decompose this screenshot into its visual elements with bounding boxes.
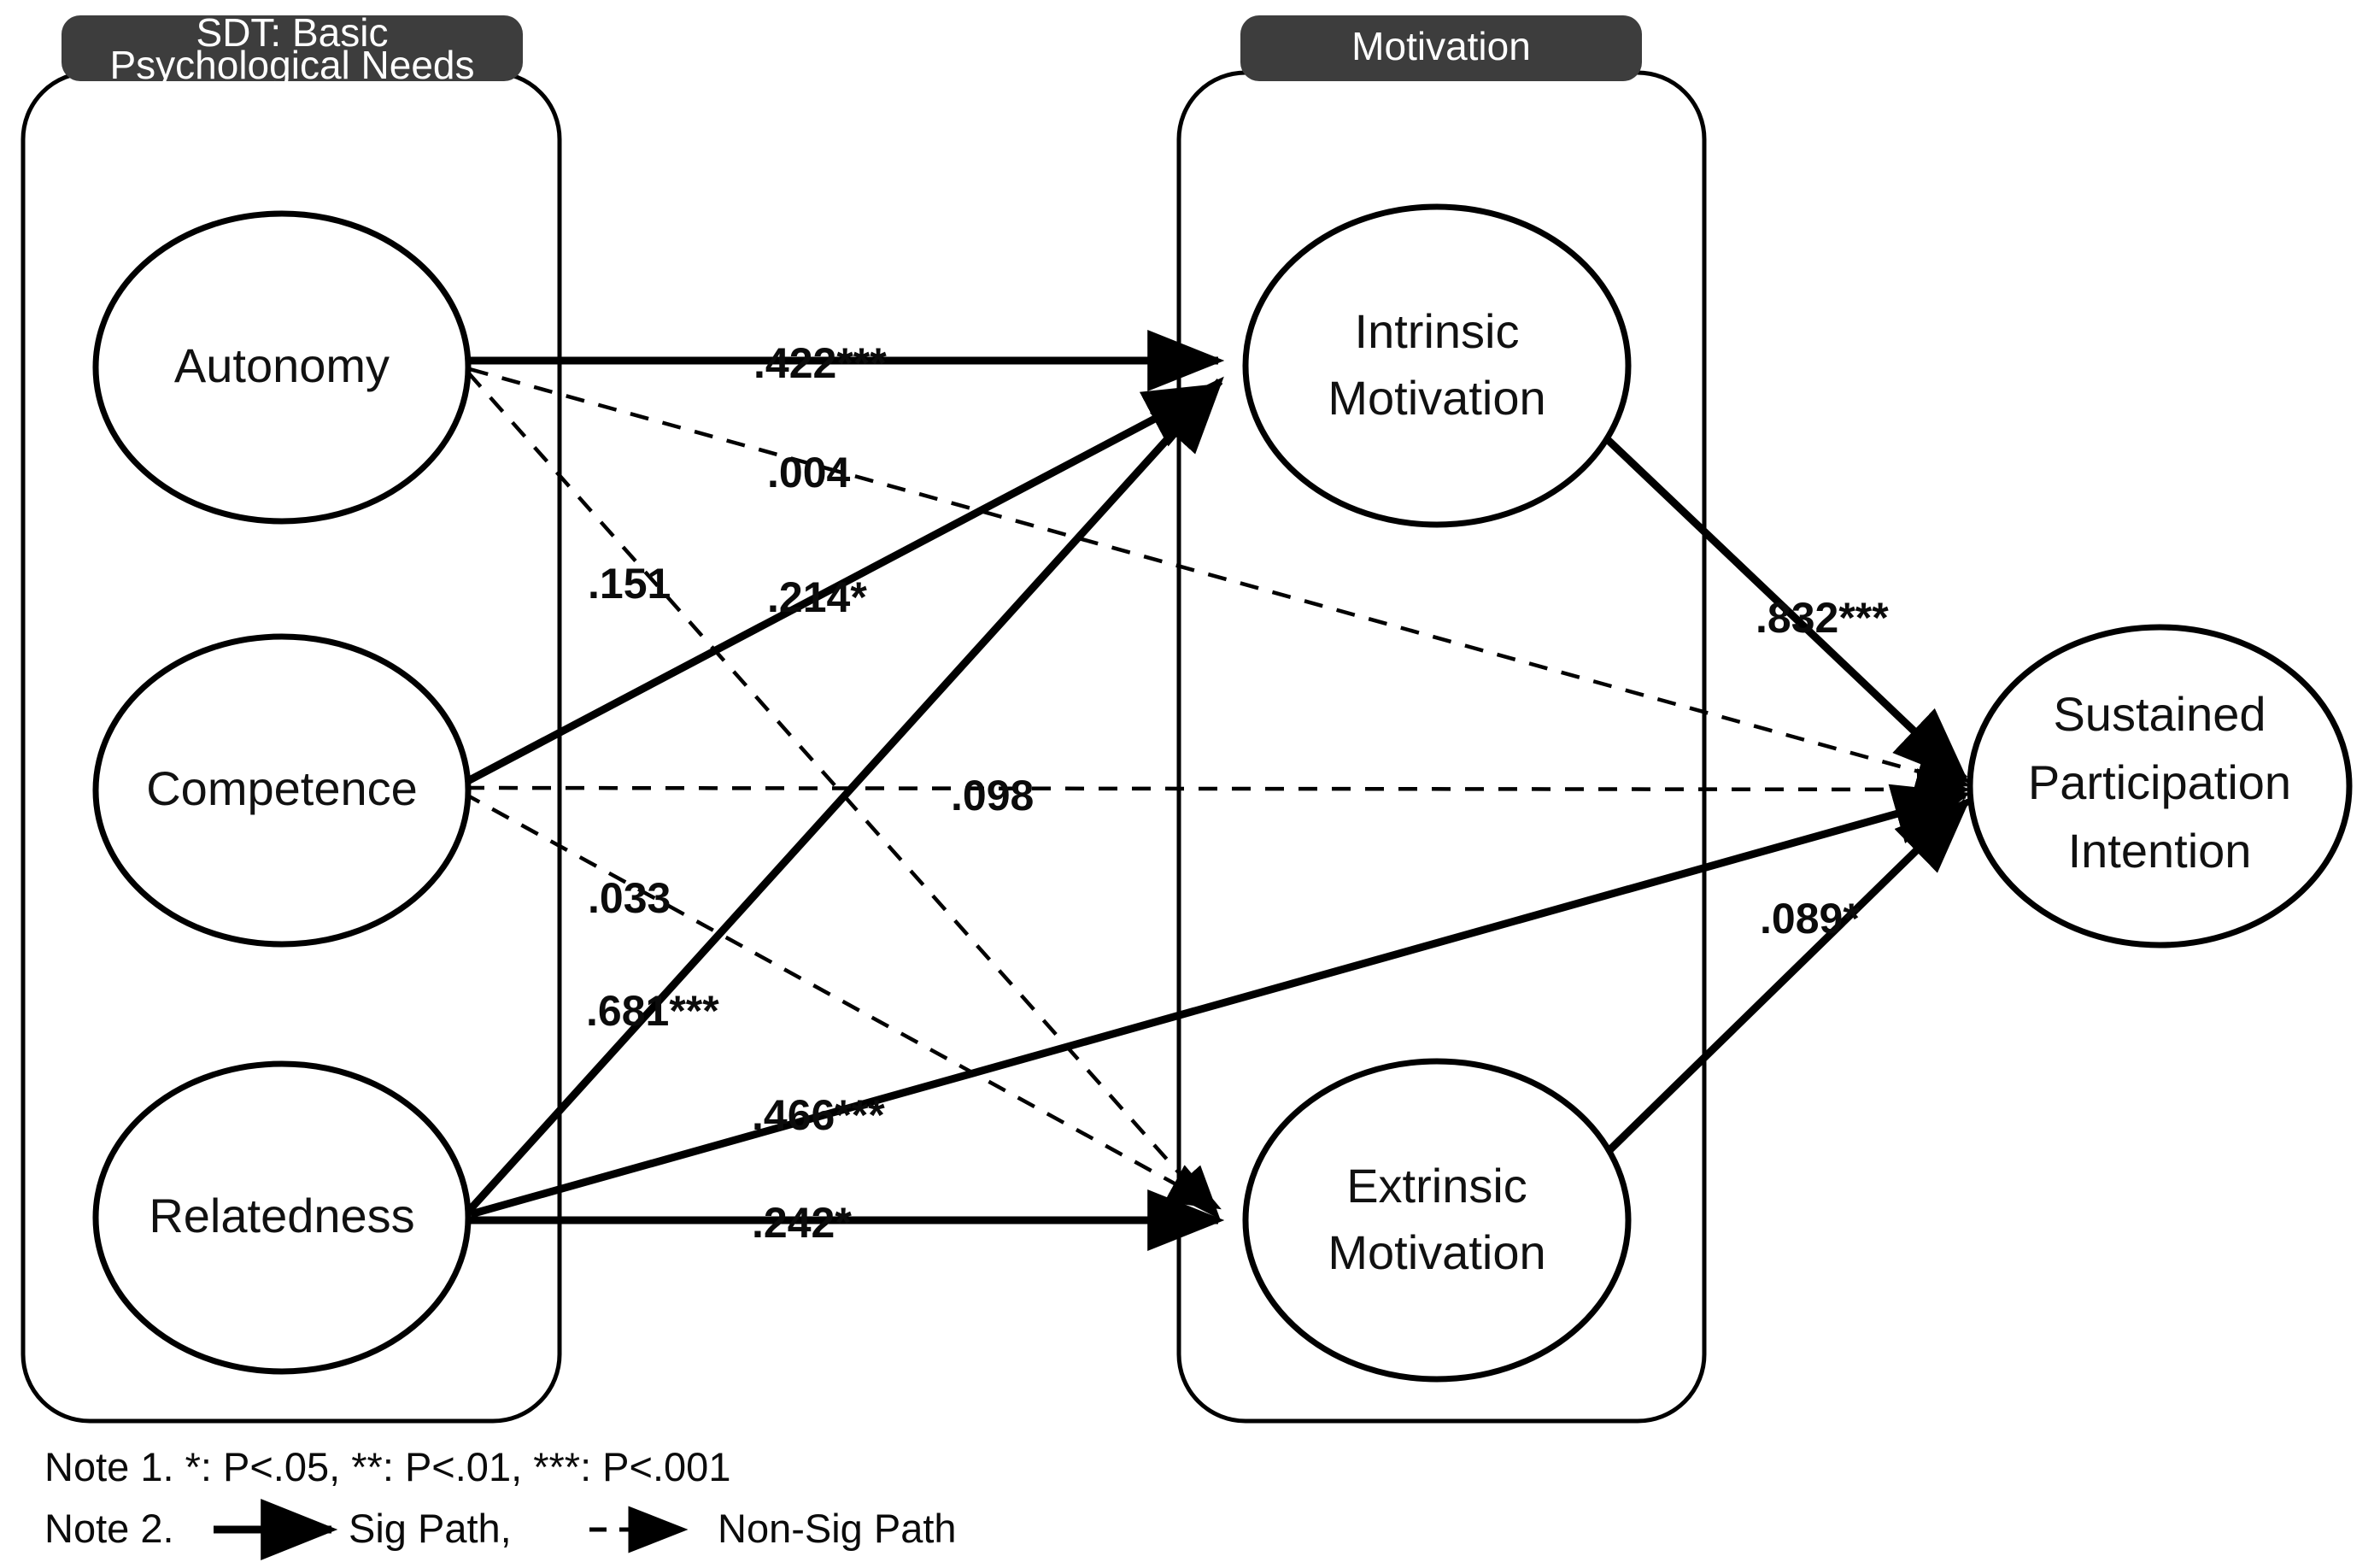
coef-extrinsic-spi: .089* [1760,895,1860,943]
node-spi-label-line1: Sustained [2053,687,2266,741]
coef-competence-spi: .098 [951,772,1034,819]
group-chip-sdt: SDT: Basic Psychological Needs [62,10,523,87]
node-extrinsic-motivation[interactable]: Extrinsic Motivation [1242,1058,1632,1383]
path-autonomy-spi [469,367,1971,792]
node-extrinsic-label-line1: Extrinsic [1346,1159,1527,1213]
legend-sig-label: Sig Path, [349,1506,512,1551]
coef-competence-intrinsic: .214* [767,573,867,621]
node-intrinsic-motivation[interactable]: Intrinsic Motivation [1242,203,1632,528]
node-intrinsic-label-line1: Intrinsic [1355,304,1520,358]
coef-relatedness-extrinsic: .242* [752,1199,852,1247]
group-chip-motivation: Motivation [1240,15,1642,81]
note-1: Note 1. *: P<.05, **: P<.01, ***: P<.001 [44,1444,730,1489]
path-relatedness-intrinsic [465,376,1224,1215]
node-intrinsic-label-line2: Motivation [1328,371,1545,425]
group-chip-sdt-line2: Psychological Needs [109,43,474,87]
coef-relatedness-spi: .466*** [752,1091,885,1139]
coef-relatedness-intrinsic: .681*** [586,987,719,1035]
path-competence-intrinsic [459,383,1222,788]
path-relatedness-spi [469,784,1971,1219]
path-intrinsic-spi [1598,431,1970,784]
note-2-prefix: Note 2. [44,1506,174,1551]
path-competence-spi [465,768,1971,811]
node-autonomy-label: Autonomy [174,338,390,392]
node-extrinsic-label-line2: Motivation [1328,1225,1545,1279]
node-competence[interactable]: Competence [92,633,472,948]
legend-nonsig-label: Non-Sig Path [718,1506,957,1551]
path-extrinsic-spi [1601,796,1972,1159]
node-autonomy[interactable]: Autonomy [92,210,472,525]
coef-autonomy-extrinsic: .151 [588,560,671,608]
coef-autonomy-spi: .004 [767,449,851,496]
group-chip-sdt-line1: SDT: Basic [196,10,389,55]
node-relatedness[interactable]: Relatedness [92,1060,472,1375]
coef-intrinsic-spi: .832*** [1756,594,1889,642]
node-spi-label-line2: Participation [2028,755,2291,809]
node-relatedness-label: Relatedness [149,1189,414,1242]
path-autonomy-extrinsic [466,371,1221,1220]
node-competence-label: Competence [146,761,418,815]
node-spi-label-line3: Intention [2068,824,2252,878]
group-chip-motivation-line1: Motivation [1351,24,1531,68]
node-sustained-participation-intention[interactable]: Sustained Participation Intention [1967,624,2353,948]
coef-competence-extrinsic: .033 [588,874,671,922]
path-competence-extrinsic [461,791,1222,1210]
coef-autonomy-intrinsic: .422*** [753,339,887,387]
